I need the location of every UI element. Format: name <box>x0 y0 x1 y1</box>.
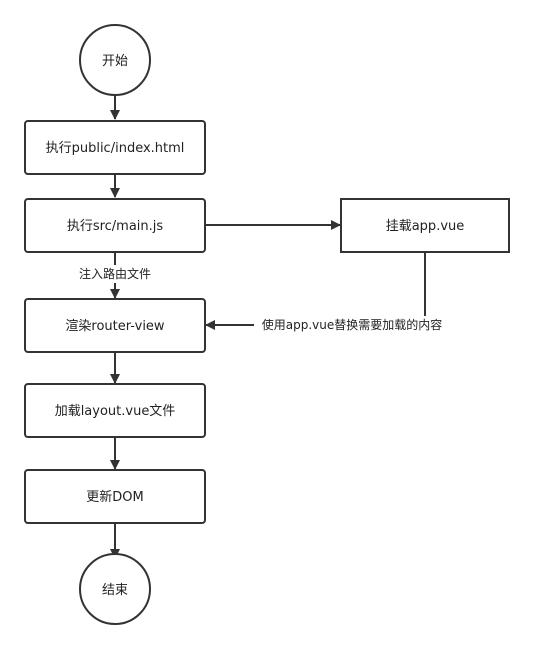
node-start: 开始 <box>79 24 151 96</box>
inject-router-label-bg <box>72 265 158 283</box>
node-render-router-view: 渲染router-view <box>24 298 206 353</box>
node-start-label: 开始 <box>102 54 128 69</box>
inject-router-label: 注入路由文件 <box>79 266 151 281</box>
node-mount-app-vue: 挂载app.vue <box>340 198 510 253</box>
node-exec-public-index: 执行public/index.html <box>24 120 206 175</box>
node-update-dom-label: 更新DOM <box>86 489 143 505</box>
node-load-layout-vue-label: 加载layout.vue文件 <box>55 404 176 419</box>
node-end: 结束 <box>79 553 151 625</box>
node-exec-public-index-label: 执行public/index.html <box>46 141 185 156</box>
node-exec-main-js: 执行src/main.js <box>24 198 206 253</box>
node-render-router-view-label: 渲染router-view <box>65 319 165 334</box>
node-exec-main-js-label: 执行src/main.js <box>67 219 164 234</box>
node-end-label: 结束 <box>102 583 128 598</box>
edge-mount-to-render <box>205 252 426 330</box>
replace-label-bg <box>254 316 450 334</box>
node-update-dom: 更新DOM <box>24 469 206 524</box>
replace-with-app-vue-label: 使用app.vue替换需要加载的内容 <box>262 317 443 332</box>
node-load-layout-vue: 加载layout.vue文件 <box>24 383 206 438</box>
node-mount-app-vue-label: 挂载app.vue <box>386 219 465 234</box>
